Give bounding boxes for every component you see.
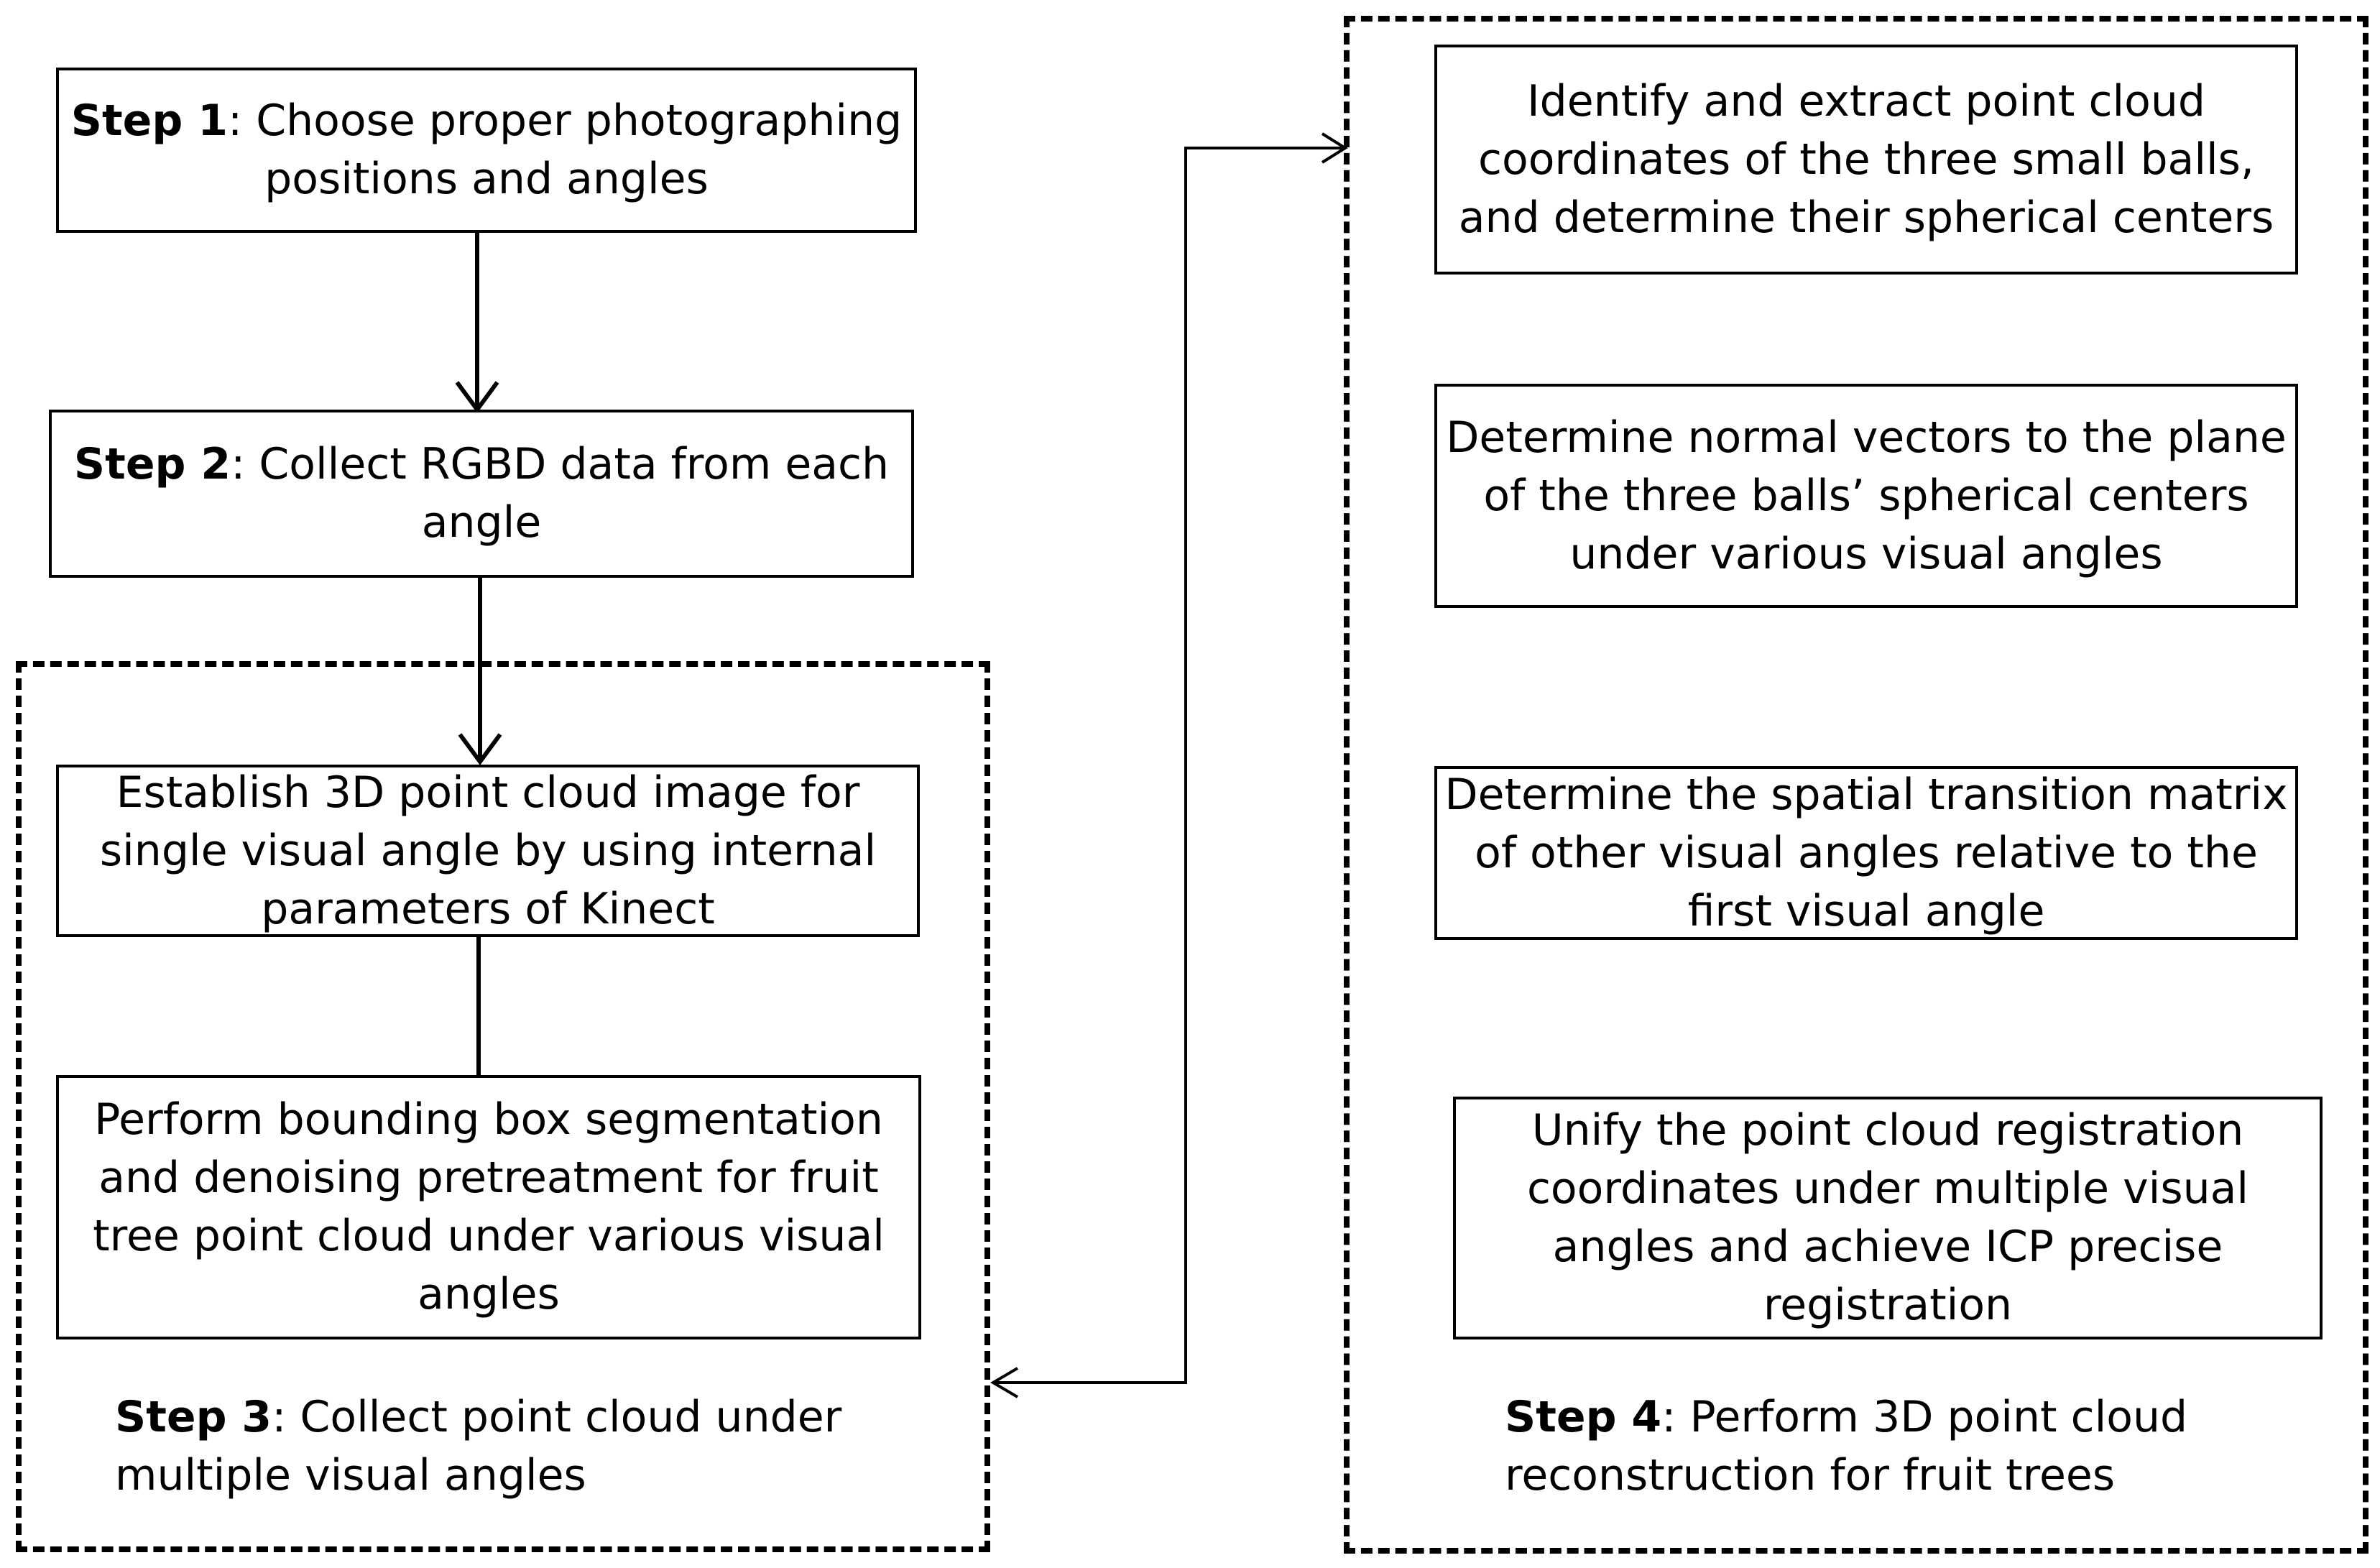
step4-box-c-text: Determine the spatial transition matrix …	[1444, 769, 2288, 936]
step2-label: Step 2	[73, 439, 231, 489]
step4-box-d: Unify the point cloud registration coord…	[1453, 1097, 2323, 1339]
connector-step3-step4	[993, 147, 1345, 1384]
step3-box-a-text: Establish 3D point cloud image for singl…	[99, 767, 877, 934]
step4-box-a-text: Identify and extract point cloud coordin…	[1458, 75, 2274, 243]
step4-box-a: Identify and extract point cloud coordin…	[1434, 45, 2298, 275]
step1-box: Step 1: Choose proper photographing posi…	[56, 68, 917, 233]
step3-caption: Step 3: Collect point cloud under multip…	[115, 1388, 905, 1505]
step1-label: Step 1	[70, 96, 228, 146]
arrowhead-step2-to-step3	[458, 733, 502, 766]
step4-group	[1344, 16, 2369, 1554]
step4-box-c: Determine the spatial transition matrix …	[1434, 766, 2298, 940]
step1-text: : Choose proper photographing positions …	[227, 96, 903, 204]
step4-caption: Step 4: Perform 3D point cloud reconstru…	[1505, 1388, 2295, 1505]
step4-box-b: Determine normal vectors to the plane of…	[1434, 384, 2298, 608]
step2-box: Step 2: Collect RGBD data from each angl…	[49, 410, 914, 578]
step2-text: : Collect RGBD data from each angle	[231, 439, 890, 548]
step3-box-b: Perform bounding box segmentation and de…	[56, 1075, 921, 1339]
step3-caption-label: Step 3	[115, 1392, 272, 1442]
step3-caption-text: : Collect point cloud under multiple vis…	[115, 1392, 842, 1500]
step4-caption-text: : Perform 3D point cloud reconstruction …	[1505, 1392, 2188, 1500]
step4-box-d-text: Unify the point cloud registration coord…	[1526, 1105, 2249, 1330]
step3-box-b-text: Perform bounding box segmentation and de…	[93, 1094, 885, 1319]
step4-box-b-text: Determine normal vectors to the plane of…	[1446, 412, 2287, 579]
step4-caption-label: Step 4	[1505, 1392, 1662, 1442]
arrowhead-to-step3	[990, 1367, 1019, 1398]
step3-group	[16, 661, 990, 1552]
step3-box-a: Establish 3D point cloud image for singl…	[56, 765, 920, 937]
